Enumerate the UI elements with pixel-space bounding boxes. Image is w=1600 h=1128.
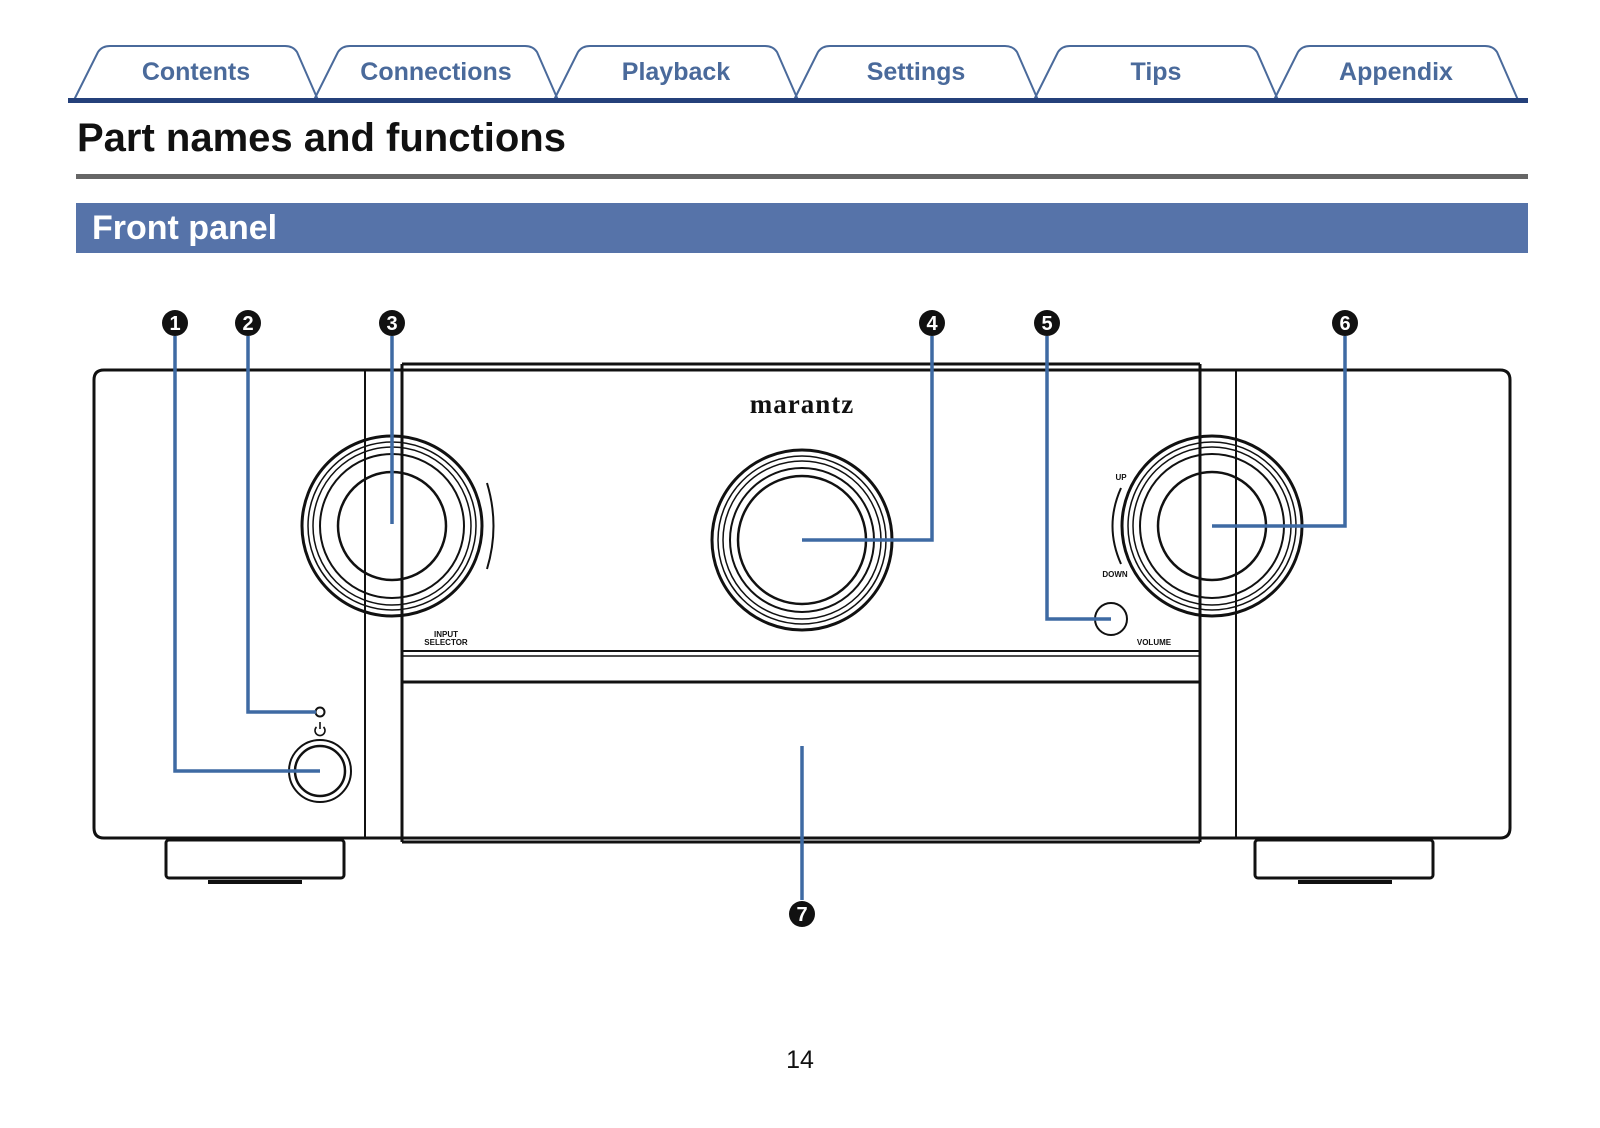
callout-leader-lines xyxy=(173,336,1347,900)
tab-settings[interactable]: Settings xyxy=(866,57,966,86)
tab-connections[interactable]: Connections xyxy=(360,57,512,86)
page-title: Part names and functions xyxy=(77,116,566,160)
nav-tab-bar: Contents Connections Playback Settings T… xyxy=(0,0,1600,110)
input-selector-label-line2: SELECTOR xyxy=(424,638,468,647)
callout-4: 4 xyxy=(919,310,945,336)
svg-text:7: 7 xyxy=(796,904,807,926)
svg-text:1: 1 xyxy=(169,313,180,335)
power-indicator-led xyxy=(314,706,326,718)
tab-playback[interactable]: Playback xyxy=(621,57,731,86)
title-divider xyxy=(76,174,1528,179)
callout-7: 7 xyxy=(789,901,815,927)
left-foot xyxy=(164,837,346,884)
svg-text:6: 6 xyxy=(1339,313,1350,335)
tab-appendix[interactable]: Appendix xyxy=(1339,57,1453,86)
tab-contents[interactable]: Contents xyxy=(141,57,251,86)
brand-logo: marantz xyxy=(750,389,854,419)
power-icon xyxy=(314,722,326,737)
input-selector-label-line1: INPUT xyxy=(434,630,458,639)
callout-3: 3 xyxy=(379,310,405,336)
callout-1: 1 xyxy=(162,310,188,336)
right-foot xyxy=(1253,837,1435,884)
callout-6: 6 xyxy=(1332,310,1358,336)
svg-text:2: 2 xyxy=(242,313,253,335)
volume-label: VOLUME xyxy=(1137,638,1172,647)
tab-outlines xyxy=(73,45,1519,101)
volume-down-label: DOWN xyxy=(1102,570,1128,579)
svg-text:4: 4 xyxy=(926,313,938,335)
section-heading-text: Front panel xyxy=(92,208,278,247)
svg-text:5: 5 xyxy=(1041,313,1052,335)
svg-text:3: 3 xyxy=(386,313,397,335)
section-heading: Front panel xyxy=(76,203,1528,253)
tab-divider xyxy=(68,98,1528,103)
callout-5: 5 xyxy=(1034,310,1060,336)
tab-tips[interactable]: Tips xyxy=(1130,57,1182,86)
volume-up-label: UP xyxy=(1115,473,1127,482)
page-number: 14 xyxy=(786,1046,814,1074)
callout-2: 2 xyxy=(235,310,261,336)
